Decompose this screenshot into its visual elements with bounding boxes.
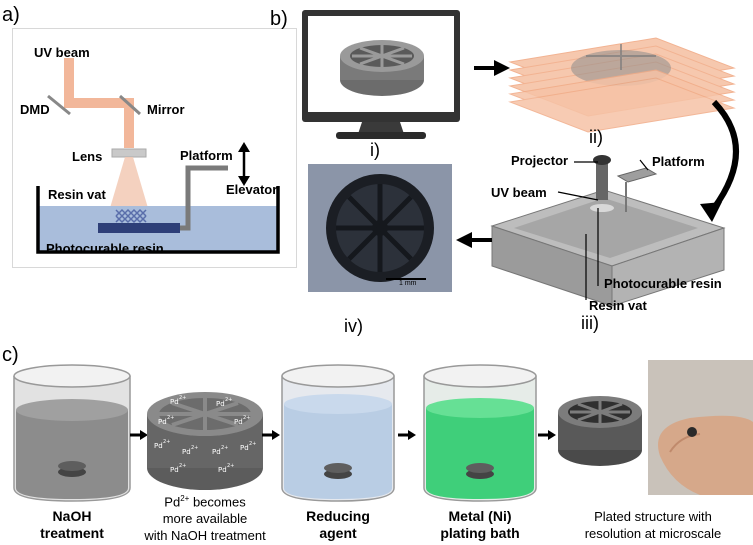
arrow-i-to-ii	[474, 60, 510, 76]
panel-c-diagram	[13, 360, 753, 502]
caption-pd-symbol: Pd	[164, 494, 181, 510]
label-photocurable-resin-a: Photocurable resin	[46, 241, 164, 256]
pd-ion-charge: 2+	[163, 439, 171, 445]
panel-b-letter: b)	[270, 8, 288, 30]
label-mirror: Mirror	[147, 102, 185, 117]
pd-ion-charge: 2+	[179, 395, 187, 401]
pd-ion-charge: 2+	[179, 463, 187, 469]
label-resin-vat-b: Resin vat	[589, 298, 647, 313]
caption-pd-line3: with NaOH treatment	[144, 528, 266, 544]
caption-plated-line1: Plated structure with	[594, 509, 712, 524]
resin-vat-wall	[36, 186, 280, 254]
lens-element	[111, 148, 147, 158]
caption-reducing: Reducing agent	[288, 508, 388, 542]
elevator-arrow	[238, 142, 250, 186]
beaker-nickel	[423, 364, 537, 502]
monitor-illustration	[302, 10, 460, 139]
caption-plated-line2: resolution at microscale	[584, 526, 722, 541]
platform-arm	[180, 165, 228, 231]
caption-reducing-line2: agent	[319, 525, 357, 541]
pd-ion-charge: 2+	[221, 445, 229, 451]
label-elevator: Elevator	[226, 182, 278, 197]
pd-ion: Pd	[170, 466, 179, 474]
pd-ion-charge: 2+	[249, 441, 257, 447]
caption-nickel: Metal (Ni) plating bath	[420, 508, 540, 542]
caption-naoh: NaOH treatment	[22, 508, 122, 542]
panel-a-letter: a)	[2, 4, 20, 26]
label-platform-b: Platform	[652, 154, 705, 169]
pd-ion-charge: 2+	[243, 415, 251, 421]
caption-reducing-line1: Reducing	[306, 508, 370, 524]
caption-nickel-line1: Metal (Ni)	[448, 508, 512, 524]
panel-a-diagram	[12, 28, 297, 268]
pd-ion-charge: 2+	[191, 445, 199, 451]
sliced-layers	[508, 37, 736, 133]
step-i-label: i)	[370, 140, 380, 160]
pd-ion: Pd	[218, 466, 227, 474]
scale-bar-label: 1 mm	[399, 280, 417, 287]
plated-part	[558, 396, 642, 466]
pointer-lines	[557, 159, 649, 300]
uv-beam-path	[64, 58, 134, 148]
scale-bar-line	[386, 278, 426, 280]
build-plate	[98, 223, 180, 233]
caption-pd: Pd2+ becomes more available with NaOH tr…	[130, 490, 280, 544]
label-uv-beam-b: UV beam	[491, 185, 547, 200]
dmd-element	[47, 94, 71, 116]
pd-ion: Pd	[158, 418, 167, 426]
pd-ion-charge: 2+	[227, 463, 235, 469]
micrograph	[308, 164, 452, 292]
beaker-reducing	[281, 364, 395, 502]
pd-ion: Pd	[212, 448, 221, 456]
label-uv-beam-a: UV beam	[34, 45, 90, 60]
caption-pd-becomes: becomes	[189, 494, 246, 510]
printed-lattice	[115, 208, 147, 224]
label-platform-a: Platform	[180, 148, 233, 163]
label-projector: Projector	[511, 153, 569, 168]
caption-pd-line1: Pd2+ becomes	[130, 490, 280, 510]
pd-ion: Pd	[182, 448, 191, 456]
label-lens: Lens	[72, 149, 103, 164]
caption-nickel-line2: plating bath	[440, 525, 520, 541]
step-iii-label: iii)	[581, 313, 599, 333]
caption-plated: Plated structure with resolution at micr…	[566, 508, 740, 542]
pd-ion-charge: 2+	[225, 397, 233, 403]
projector-body	[596, 160, 608, 200]
caption-naoh-line2: treatment	[40, 525, 104, 541]
arrow-ii-to-iii	[711, 99, 739, 210]
label-resin-vat-a: Resin vat	[48, 187, 106, 202]
pd-ion: Pd	[170, 398, 179, 406]
panel-b-diagram	[302, 10, 739, 307]
light-cone	[110, 157, 148, 208]
pd-ion: Pd	[154, 442, 163, 450]
panel-c-letter: c)	[2, 344, 19, 366]
step-iv-label: iv)	[344, 316, 363, 336]
pd-ion: Pd	[216, 400, 225, 408]
pd-cylinder	[147, 392, 263, 490]
caption-pd-line2: more available	[162, 511, 248, 527]
mirror-element	[118, 94, 142, 116]
printer-box	[490, 155, 726, 307]
arrow-iii-to-iv	[456, 232, 492, 248]
label-dmd: DMD	[20, 102, 50, 117]
pd-ion: Pd	[240, 444, 249, 452]
pd-ion-charge: 2+	[167, 415, 175, 421]
caption-pd-charge: 2+	[180, 494, 190, 503]
caption-naoh-line1: NaOH	[52, 508, 92, 524]
beaker-naoh	[13, 364, 131, 502]
pd-ion: Pd	[234, 418, 243, 426]
step-ii-label: ii)	[589, 127, 603, 147]
finger-photo	[648, 360, 753, 495]
label-photocurable-resin-b: Photocurable resin	[604, 276, 722, 291]
